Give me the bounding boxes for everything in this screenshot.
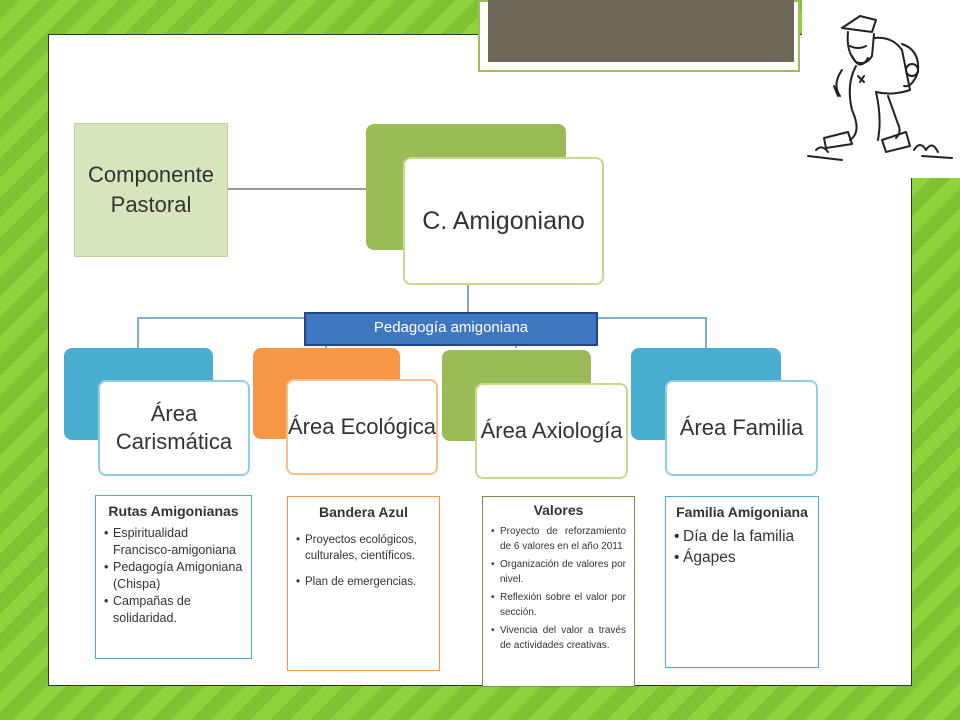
note-bandera-azul: Bandera Azul Proyectos ecológicos, cultu… xyxy=(287,496,440,671)
note-title: Rutas Amigonianas xyxy=(108,503,239,519)
area-carismatica-label: Área Carismática xyxy=(115,401,233,454)
list-item: Proyectos ecológicos, culturales, cientí… xyxy=(296,532,431,564)
note-title: Bandera Azul xyxy=(319,504,408,520)
list-item: Campañas de solidaridad. xyxy=(104,593,243,627)
area-ecologica-label: Área Ecológica xyxy=(288,414,436,439)
area-familia: Área Familia xyxy=(665,380,818,476)
list-item: Reflexión sobre el valor por sección. xyxy=(491,590,626,620)
pedagogia-band-label: Pedagogía amigoniana xyxy=(373,319,529,336)
list-item: Día de la familia xyxy=(674,526,810,547)
pedagogia-band: Pedagogía amigoniana xyxy=(304,312,598,346)
root-node: C. Amigoniano xyxy=(403,157,604,285)
componente-pastoral-box: Componente Pastoral xyxy=(74,123,228,257)
mascot-area xyxy=(802,0,960,178)
list-item: Vivencia del valor a través de actividad… xyxy=(491,623,626,653)
componente-pastoral-label: Componente Pastoral xyxy=(88,162,214,217)
note-familia-amigoniana: Familia Amigoniana Día de la familia Ága… xyxy=(665,496,819,668)
area-axiologia: Área Axiología xyxy=(475,383,628,479)
area-familia-label: Área Familia xyxy=(679,415,804,440)
list-item: Plan de emergencias. xyxy=(296,574,431,590)
list-item: Proyecto de reforzamiento de 6 valores e… xyxy=(491,524,626,554)
note-title: Valores xyxy=(533,502,584,518)
note-valores: Valores Proyecto de reforzamiento de 6 v… xyxy=(482,496,635,687)
list-item: Ágapes xyxy=(674,547,810,568)
title-bar xyxy=(488,0,794,62)
list-item: Organización de valores por nivel. xyxy=(491,557,626,587)
area-ecologica: Área Ecológica xyxy=(286,379,438,475)
area-axiologia-label: Área Axiología xyxy=(480,418,623,443)
list-item: Pedagogía Amigoniana (Chispa) xyxy=(104,559,243,593)
friar-hiker-icon xyxy=(807,15,953,161)
list-item: Espiritualidad Francisco-amigoniana xyxy=(104,525,243,559)
root-node-label: C. Amigoniano xyxy=(422,207,585,235)
note-title: Familia Amigoniana xyxy=(676,504,808,520)
note-rutas-amigonianas: Rutas Amigonianas Espiritualidad Francis… xyxy=(95,495,252,659)
area-carismatica: Área Carismática xyxy=(98,380,250,476)
